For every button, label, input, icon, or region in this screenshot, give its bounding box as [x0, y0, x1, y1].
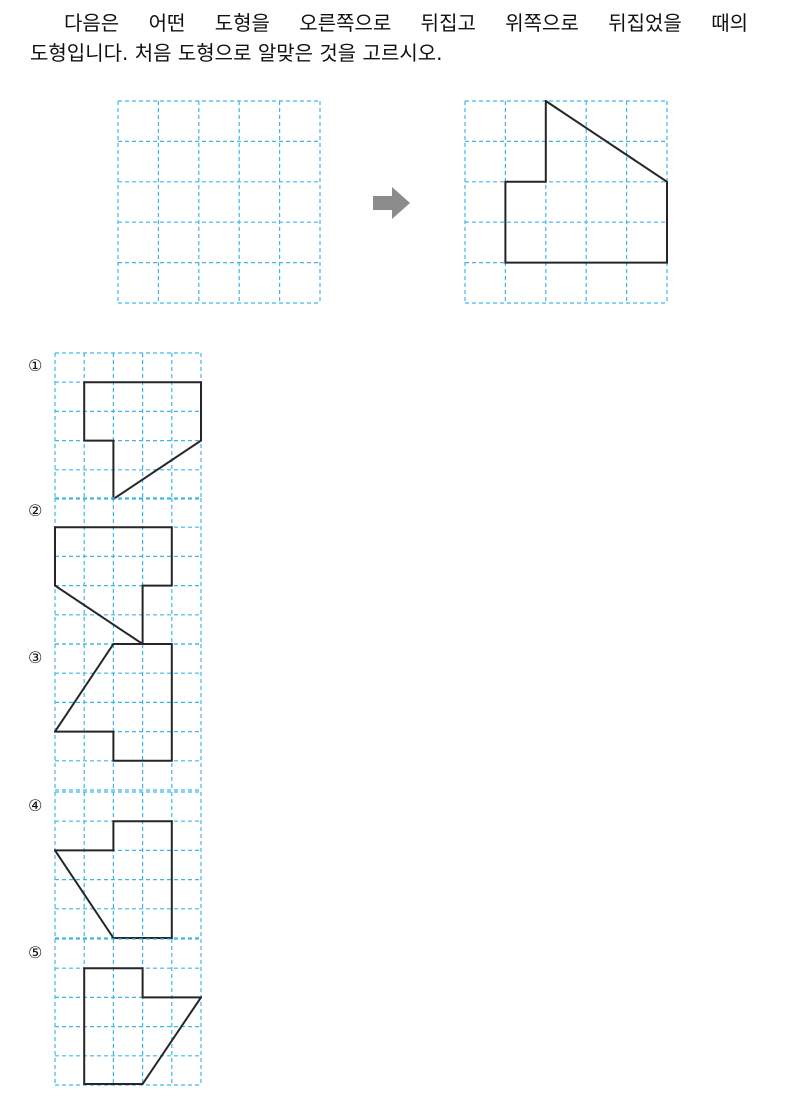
question-line-2: 도형입니다. 처음 도형으로 알맞은 것을 고르시오.: [30, 41, 443, 65]
option-5-label[interactable]: ⑤: [28, 943, 43, 962]
option-1-label[interactable]: ①: [28, 356, 43, 375]
grid-lines: [54, 643, 202, 791]
question-text: 다음은 어떤 도형을 오른쪽으로 뒤집고 위쪽으로 뒤집었을 때의 도형입니다.…: [30, 8, 748, 68]
option-4-grid[interactable]: [54, 791, 202, 939]
result-grid: [464, 100, 668, 304]
grid-lines: [54, 938, 202, 1086]
option-5-shape: [83, 967, 202, 1085]
option-3-label[interactable]: ③: [28, 648, 43, 667]
grid-lines: [54, 791, 202, 939]
grid-lines: [54, 352, 202, 500]
grid-lines: [464, 100, 668, 304]
grid-lines: [117, 100, 321, 304]
right-arrow-icon: [373, 187, 410, 219]
grid-lines: [54, 497, 202, 645]
option-3-grid[interactable]: [54, 643, 202, 791]
option-4-label[interactable]: ④: [28, 796, 43, 815]
option-4-shape: [54, 820, 173, 939]
result-shape: [504, 100, 668, 264]
option-2-grid[interactable]: [54, 497, 202, 645]
option-2-label[interactable]: ②: [28, 501, 43, 520]
option-5-grid[interactable]: [54, 938, 202, 1086]
empty-grid: [117, 100, 321, 304]
question-line-1: 다음은 어떤 도형을 오른쪽으로 뒤집고 위쪽으로 뒤집었을 때의: [64, 11, 748, 35]
option-1-grid[interactable]: [54, 352, 202, 500]
option-2-shape: [54, 526, 173, 645]
option-3-shape: [54, 643, 173, 762]
